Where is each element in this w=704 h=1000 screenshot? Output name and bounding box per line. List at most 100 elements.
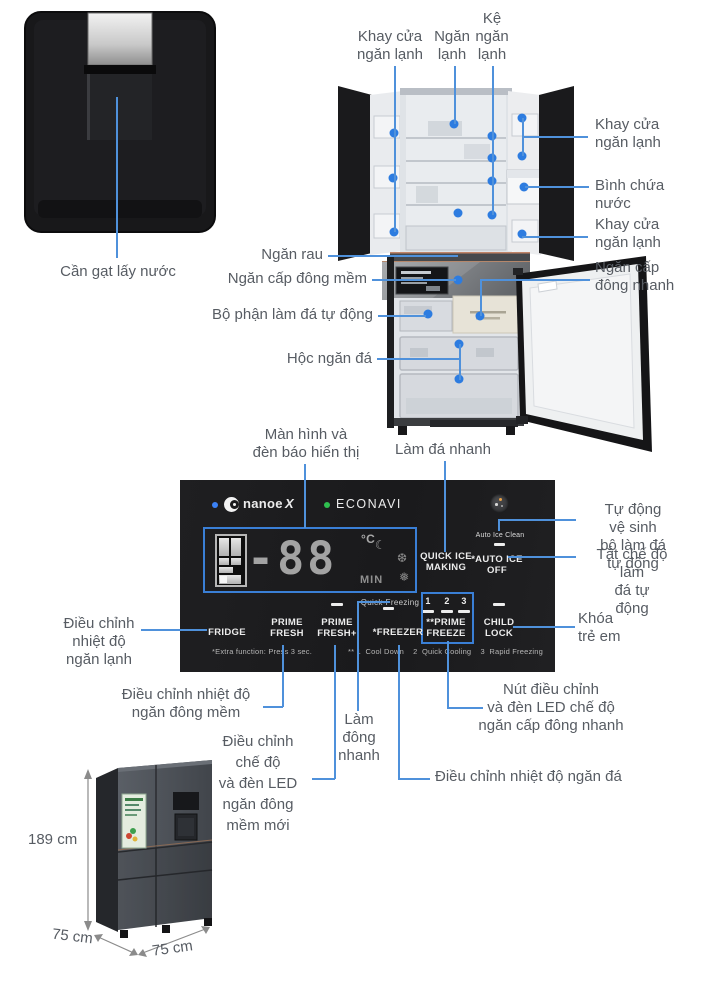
level-1-indicator [422, 610, 434, 613]
callout-line [334, 645, 336, 779]
callout-line [398, 645, 400, 779]
callout-line [357, 601, 390, 603]
callout-line [513, 626, 575, 628]
prime-fresh-button: PRIME FRESH [270, 617, 304, 639]
display-value: -88 [247, 532, 338, 585]
nanoe-indicator-dot [212, 502, 218, 508]
label-auto-ice-maker: Bộ phận làm đá tự động [212, 306, 373, 323]
econavi-indicator-dot [324, 502, 330, 508]
callout-dot [453, 208, 463, 218]
callout-line [304, 464, 306, 528]
child-lock-indicator [493, 603, 505, 606]
callout-line [357, 601, 359, 711]
auto-ice-clean-indicator [494, 543, 505, 546]
callout-line [377, 358, 459, 360]
callout-line [525, 186, 589, 188]
label-ice-box: Hộc ngăn đá [286, 350, 372, 367]
callout-line [398, 778, 430, 780]
callout-dot [475, 311, 485, 321]
snowflake-icon: ❆ [397, 551, 408, 565]
fridge-dimensions-photo [84, 760, 213, 957]
soft-freeze-display [395, 266, 449, 295]
prime-fresh-plus-button: PRIME FRESH+ [317, 617, 357, 639]
prime-freeze-box [452, 295, 524, 334]
callout-line [312, 778, 335, 780]
label-water-tank: Bình chứa nước [595, 177, 665, 212]
level-1: 1 [425, 596, 431, 606]
child-lock-button: CHILD LOCK [483, 617, 515, 639]
callout-line [522, 136, 588, 138]
level-2-indicator [441, 610, 453, 613]
label-auto-ice-clean: Tự động vệ sinh bộ làm đá tự động [600, 501, 666, 572]
label-fridge-temp: Điều chỉnh nhiệt độ ngăn lạnh [63, 615, 135, 668]
callout-line [372, 279, 456, 281]
quick-ice-making-button: QUICK ICE MAKING [420, 551, 472, 573]
fridge-diagram-icon [215, 534, 247, 587]
callout-dot [487, 210, 497, 220]
callout-dot [389, 227, 399, 237]
callout-line [328, 255, 458, 257]
label-quick-ice: Làm đá nhanh [395, 441, 491, 458]
moon-icon: ☾ [375, 538, 387, 552]
energy-label [121, 793, 147, 849]
label-soft-freeze-mode: Điều chỉnh chế độ và đèn LED ngăn đông m… [218, 733, 298, 834]
label-quick-freeze-compartment: Ngăn cấp đông nhanh [595, 259, 675, 294]
label-child-lock: Khóa trẻ em [578, 610, 621, 645]
label-soft-freeze-temp: Điều chỉnh nhiệt độ ngăn đông mềm [121, 686, 251, 721]
callout-dot [453, 275, 463, 285]
label-quick-freezing: Làm đông nhanh [338, 711, 380, 764]
callout-dot [449, 119, 459, 129]
dimension-arrows [84, 769, 210, 957]
nanoe-logo-text: nanoe [243, 496, 283, 511]
label-compartment: Ngăn lạnh [434, 28, 470, 63]
footnote-extra: *Extra function: Press 3 sec. [212, 647, 313, 656]
label-shelf: Kệ ngăn lạnh [475, 10, 509, 63]
fridge-open-photo [338, 86, 652, 452]
label-freezer-temp: Điều chỉnh nhiệt độ ngăn đá [435, 768, 622, 785]
callout-line [459, 344, 461, 380]
callout-dot [388, 173, 398, 183]
label-door-tray-right-lower: Khay cửa ngăn lạnh [595, 216, 661, 251]
callout-line [480, 279, 590, 281]
auto-ice-clean-sensor-icon [490, 494, 509, 513]
prime-fresh-plus-indicator [331, 603, 343, 606]
callout-dot [519, 182, 529, 192]
label-door-tray-right-upper: Khay cửa ngăn lạnh [595, 116, 661, 151]
callout-line [492, 66, 494, 215]
callout-line [263, 706, 283, 708]
level-2: 2 [444, 596, 450, 606]
callout-line [498, 519, 500, 531]
callout-line [394, 66, 396, 232]
display-min: MIN [360, 574, 384, 586]
callout-line [508, 556, 576, 558]
callout-line [454, 66, 456, 124]
dimension-depth: 75 cm [51, 925, 94, 948]
callout-line [447, 707, 483, 709]
callout-line [116, 97, 118, 258]
label-auto-ice-off: Tắt chế độ làm đá tự động [596, 546, 668, 617]
callout-line [498, 519, 576, 521]
callout-line [444, 461, 446, 552]
fridge-button: FRIDGE [208, 627, 246, 638]
level-3: 3 [461, 596, 467, 606]
callout-line [447, 641, 449, 708]
nanoe-x-text: X [285, 496, 294, 511]
display-unit: °C [361, 532, 376, 546]
temperature-display: -88 °C ☾ MIN ❆ ❅ [203, 527, 417, 593]
callout-line [141, 629, 207, 631]
freezer-button: *FREEZER [372, 627, 424, 638]
label-door-tray-top: Khay cửa ngăn lạnh [357, 28, 423, 63]
label-prime-freeze: Nút điều chỉnh và đèn LED chế độ ngăn cấ… [478, 681, 624, 734]
callout-line [378, 315, 426, 317]
callout-line [480, 279, 482, 316]
nanoe-logo-icon [224, 497, 239, 512]
quick-freezing-indicator [383, 607, 394, 610]
callout-dot [517, 151, 527, 161]
callout-line [282, 645, 284, 707]
auto-ice-clean-text: Auto Ice Clean [475, 532, 525, 539]
control-panel-photo: nanoe X ECONAVI Auto Ice Clean -88 °C ☾ [180, 480, 555, 672]
level-3-indicator [458, 610, 470, 613]
callout-dot [423, 309, 433, 319]
water-dispenser-photo [24, 11, 216, 233]
